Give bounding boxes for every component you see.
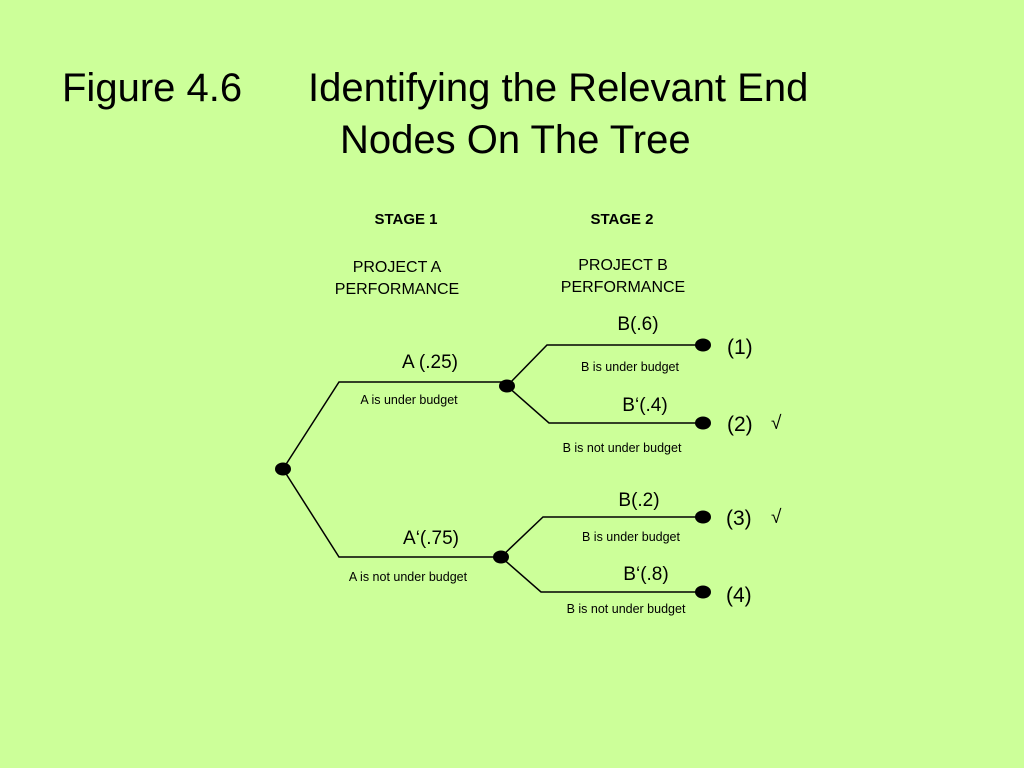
- branch-b3-label: B(.2): [618, 490, 659, 511]
- title-line-2: Nodes On The Tree: [340, 118, 691, 162]
- branch-lines: [282, 344, 703, 593]
- branch-b3-description: B is under budget: [582, 530, 681, 544]
- end-node-2-check: √: [771, 413, 782, 434]
- branch-a-label: A (.25): [402, 352, 458, 373]
- end-node-3-check: √: [771, 507, 782, 528]
- branch-b1-label: B(.6): [617, 314, 658, 335]
- stage1-subtitle-2: PERFORMANCE: [335, 281, 459, 298]
- stage2-node-lower: [493, 550, 509, 564]
- branch-a-prime-description: A is not under budget: [349, 570, 468, 584]
- branch-b1-line: [506, 344, 703, 387]
- stage1-subtitle-1: PROJECT A: [353, 259, 442, 276]
- branch-b2-line: [506, 385, 703, 424]
- title-text-1: Identifying the Relevant End: [308, 66, 809, 110]
- branch-a-prime-label: A‘(.75): [403, 528, 459, 549]
- branch-b2-label: B‘(.4): [622, 395, 667, 416]
- end-node-2: [695, 416, 711, 430]
- end-node-1: [695, 338, 711, 352]
- branch-a-prime-line: [282, 468, 501, 558]
- end-node-1-number: (1): [727, 336, 753, 359]
- stage2-subtitle-2: PERFORMANCE: [561, 279, 685, 296]
- figure-number: Figure 4.6: [62, 66, 243, 110]
- stage2-node-upper: [499, 379, 515, 393]
- branch-b3-line: [500, 516, 703, 558]
- root-node: [275, 462, 291, 476]
- branch-a-description: A is under budget: [360, 393, 458, 407]
- end-node-3-number: (3): [726, 507, 752, 530]
- branch-b1-description: B is under budget: [581, 360, 680, 374]
- end-node-2-number: (2): [727, 413, 753, 436]
- title-line-1: Figure 4.6 Identifying the Relevant End: [62, 62, 808, 114]
- branch-b4-description: B is not under budget: [567, 602, 686, 616]
- stage2-subtitle-1: PROJECT B: [578, 257, 668, 274]
- stage2-heading: STAGE 2: [590, 211, 653, 228]
- end-node-3: [695, 510, 711, 524]
- branch-b2-description: B is not under budget: [563, 441, 682, 455]
- branch-b4-label: B‘(.8): [623, 564, 668, 585]
- branch-b4-line: [500, 556, 703, 593]
- branch-a-line: [282, 381, 507, 470]
- tree-nodes: [275, 338, 711, 599]
- end-node-4-number: (4): [726, 584, 752, 607]
- stage1-heading: STAGE 1: [374, 211, 437, 228]
- end-node-4: [695, 585, 711, 599]
